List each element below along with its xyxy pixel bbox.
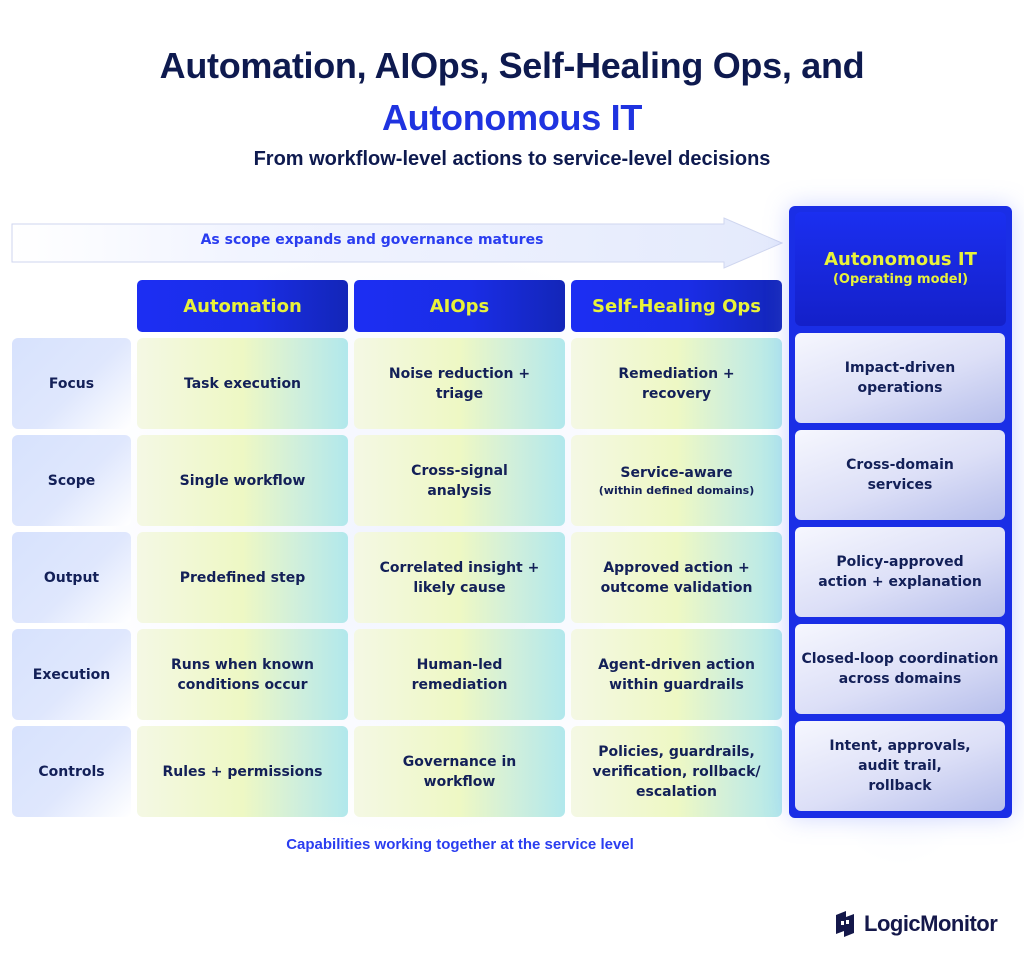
- cell-focus-automation: Task execution: [137, 338, 348, 429]
- footer-note: Capabilities working together at the ser…: [286, 836, 634, 853]
- row-label-output: Output: [12, 532, 131, 623]
- logicmonitor-logo-icon: [836, 911, 854, 937]
- cell-output-autonomous: Policy-approved action + explanation: [795, 527, 1005, 617]
- cell-text: Rules + permissions: [162, 763, 323, 780]
- cell-text: Predefined step: [179, 569, 306, 586]
- cell-focus-autonomous: Impact-driven operations: [795, 333, 1005, 423]
- arrow-label: As scope expands and governance matures: [200, 232, 544, 248]
- cell-focus-aiops: Noise reduction + triage: [354, 338, 565, 429]
- cell-execution-autonomous: Closed-loop coordination across domains: [795, 624, 1005, 714]
- cell-text: Correlated insight + likely cause: [379, 559, 540, 596]
- cell-note: (within defined domains): [598, 484, 755, 497]
- cell-text: Policies, guardrails, verification, roll…: [592, 743, 761, 800]
- cell-controls-self-healing: Policies, guardrails, verification, roll…: [571, 726, 782, 817]
- page-subtitle: From workflow-level actions to service-l…: [253, 148, 771, 170]
- cell-execution-automation: Runs when known conditions occur: [137, 629, 348, 720]
- column-header-automation: Automation: [137, 280, 348, 332]
- cell-text: Task execution: [183, 375, 302, 392]
- column-header-aiops: AIOps: [354, 280, 565, 332]
- cell-output-aiops: Correlated insight + likely cause: [354, 532, 565, 623]
- cell-text: Governance in workflow: [402, 753, 517, 790]
- page-title-line2: Autonomous IT: [381, 97, 643, 138]
- cell-scope-aiops: Cross-signal analysis: [354, 435, 565, 526]
- brand-name: LogicMonitor: [864, 911, 998, 936]
- cell-execution-aiops: Human-led remediation: [354, 629, 565, 720]
- cell-text: Cross-signal analysis: [411, 462, 508, 499]
- cell-text: Intent, approvals, audit trail, rollback: [829, 738, 971, 794]
- cell-text: Service-aware: [620, 465, 733, 481]
- cell-scope-autonomous: Cross-domain services: [795, 430, 1005, 520]
- row-label-execution: Execution: [12, 629, 131, 720]
- cell-text: Cross-domain services: [846, 457, 954, 493]
- autonomous-subtitle: (Operating model): [832, 272, 969, 287]
- cell-output-self-healing: Approved action + outcome validation: [571, 532, 782, 623]
- cell-text: Closed-loop coordination across domains: [801, 651, 999, 687]
- cell-controls-autonomous: Intent, approvals, audit trail, rollback: [795, 721, 1005, 811]
- cell-text: Impact-driven operations: [844, 360, 956, 396]
- cell-text: Noise reduction + triage: [388, 365, 531, 402]
- column-header-self-healing-ops: Self-Healing Ops: [571, 280, 782, 332]
- cell-text: Policy-approved action + explanation: [818, 554, 982, 590]
- cell-scope-automation: Single workflow: [137, 435, 348, 526]
- page-title-line1: Automation, AIOps, Self-Healing Ops, and: [159, 45, 865, 86]
- row-label-scope: Scope: [12, 435, 131, 526]
- column-header-autonomous-it: Autonomous IT (Operating model): [795, 212, 1006, 326]
- cell-output-automation: Predefined step: [137, 532, 348, 623]
- row-label-controls: Controls: [12, 726, 131, 817]
- cell-controls-aiops: Governance in workflow: [354, 726, 565, 817]
- autonomous-title: Autonomous IT: [824, 249, 977, 270]
- cell-text: Runs when known conditions occur: [171, 656, 314, 693]
- cell-focus-self-healing: Remediation + recovery: [571, 338, 782, 429]
- cell-scope-self-healing: Service-aware (within defined domains): [571, 435, 782, 526]
- cell-text: Approved action + outcome validation: [600, 559, 753, 596]
- row-label-focus: Focus: [12, 338, 131, 429]
- brand-logo: LogicMonitor: [832, 908, 998, 940]
- cell-text: Remediation + recovery: [618, 365, 735, 402]
- progression-arrow: [11, 217, 784, 269]
- cell-text: Single workflow: [179, 472, 306, 489]
- cell-text: Agent-driven action within guardrails: [598, 656, 755, 693]
- cell-text: Human-led remediation: [411, 656, 508, 693]
- cell-controls-automation: Rules + permissions: [137, 726, 348, 817]
- cell-execution-self-healing: Agent-driven action within guardrails: [571, 629, 782, 720]
